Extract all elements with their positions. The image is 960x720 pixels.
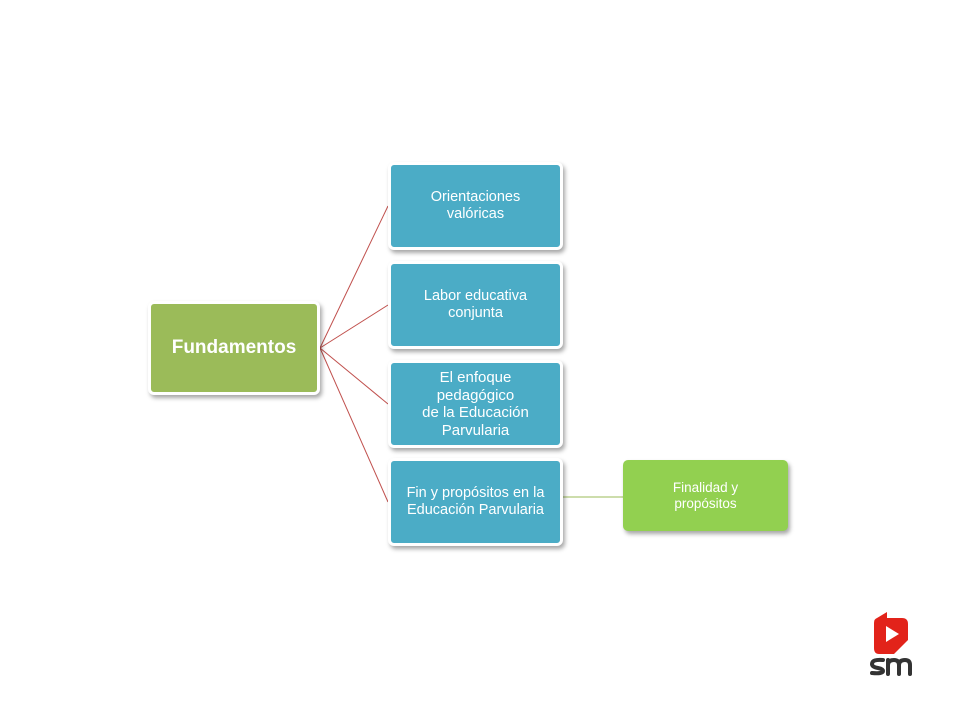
node-orientaciones-valoricas-label: Orientaciones valóricas: [430, 189, 521, 222]
node-labor-educativa: Labor educativa conjunta: [388, 261, 563, 349]
node-finalidad-propositos-label: Finalidad y propósitos: [672, 479, 739, 511]
node-enfoque-pedagogico-label: El enfoque pedagógico de la Educación Pa…: [422, 369, 529, 439]
node-labor-educativa-label: Labor educativa conjunta: [423, 288, 528, 321]
connector-root-to-child-4: [319, 347, 389, 503]
node-finalidad-propositos: Finalidad y propósitos: [623, 460, 788, 531]
node-fin-propositos-label: Fin y propósitos en la Educación Parvula…: [406, 485, 545, 518]
node-fundamentos: Fundamentos: [148, 301, 320, 395]
connector-root-to-child-2: [319, 304, 389, 349]
sm-logo-lettering: [869, 657, 912, 676]
node-enfoque-pedagogico: El enfoque pedagógico de la Educación Pa…: [388, 360, 563, 448]
node-fundamentos-label: Fundamentos: [171, 337, 297, 358]
node-orientaciones-valoricas: Orientaciones valóricas: [388, 162, 563, 250]
sm-logo: [869, 612, 912, 676]
play-icon: [874, 612, 908, 654]
connector-root-to-child-3: [319, 347, 389, 405]
node-fin-propositos: Fin y propósitos en la Educación Parvula…: [388, 458, 563, 546]
connector-root-to-child-1: [319, 205, 389, 349]
